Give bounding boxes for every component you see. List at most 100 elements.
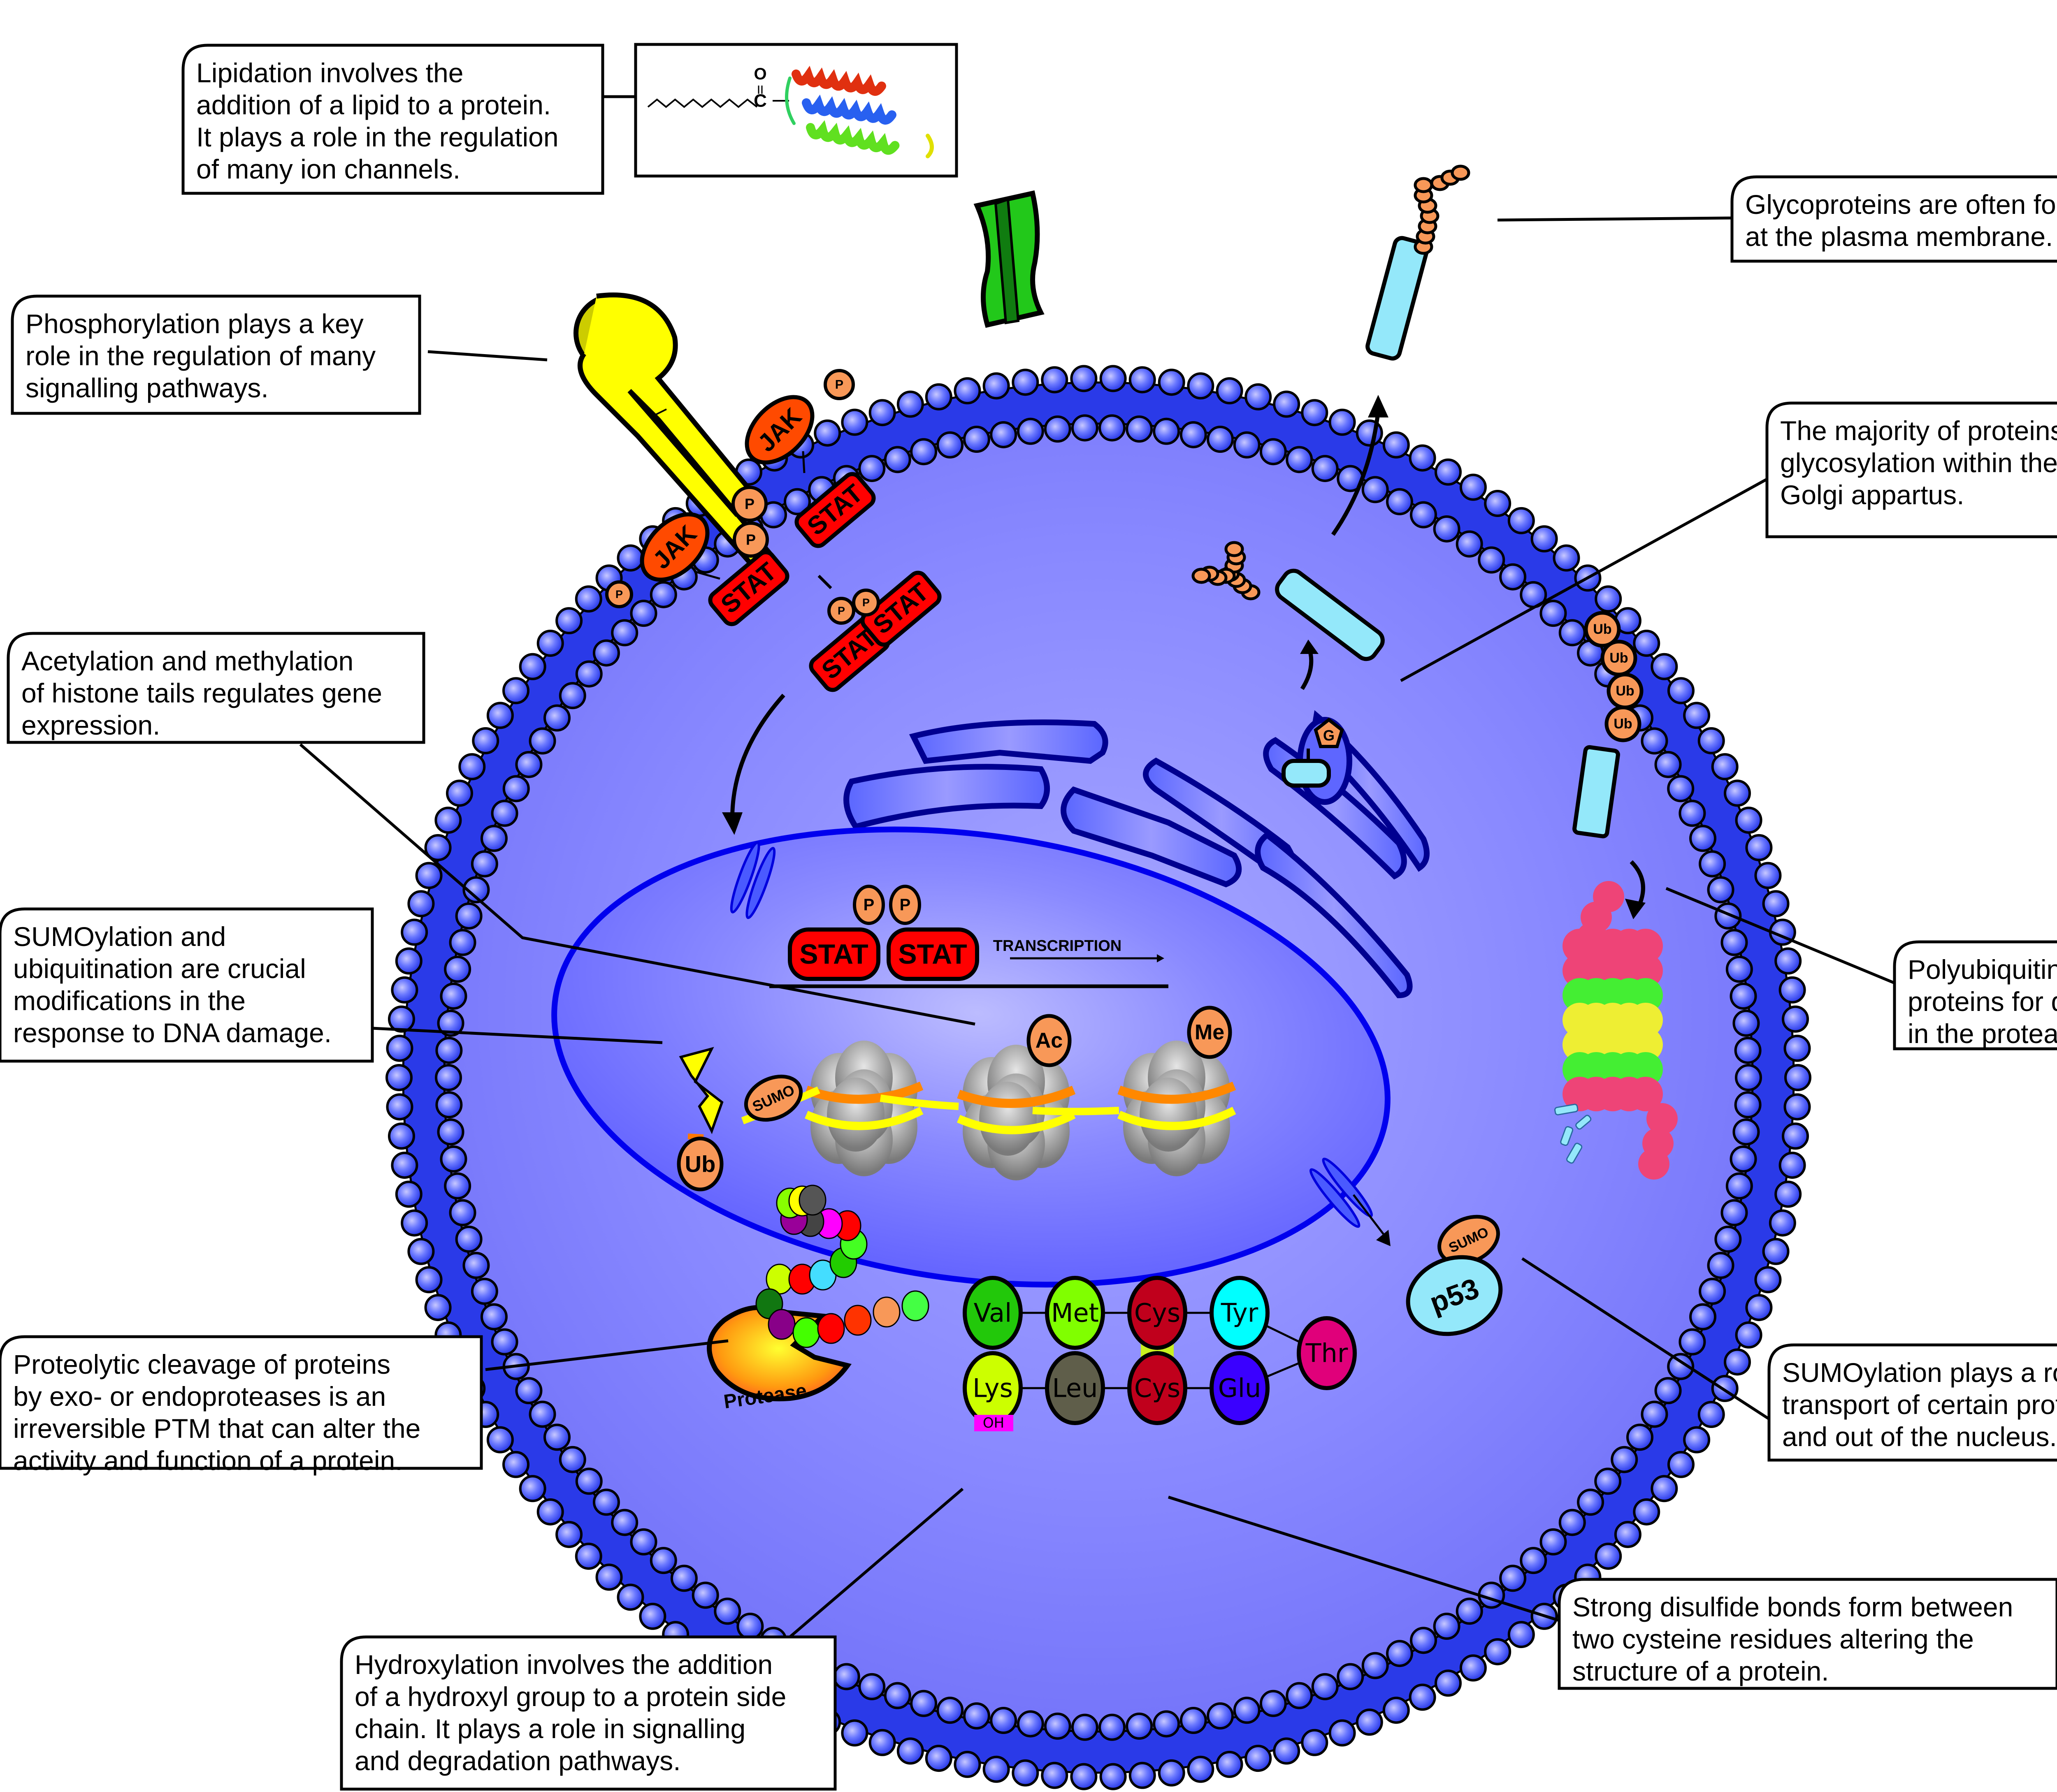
dna-wrap <box>805 1107 924 1130</box>
lipid-head <box>1484 1638 1511 1665</box>
peptide-chain: SSValMetCysTyrLysLeuCysGluThrOH <box>963 1276 1357 1431</box>
lipid-head <box>388 1005 415 1033</box>
lipid-head <box>1762 1238 1790 1265</box>
svg-text:P: P <box>838 605 845 617</box>
lipid-head <box>440 1145 467 1173</box>
callout-text-line: modifications in the <box>13 985 246 1016</box>
lipid-head <box>1126 415 1153 443</box>
lipid-head <box>1382 431 1410 459</box>
callout-box <box>181 44 604 195</box>
lipid-head <box>1244 383 1272 410</box>
lipid-head <box>519 1475 546 1502</box>
nucleosome <box>957 1045 1076 1180</box>
svg-text:P: P <box>900 896 911 914</box>
lipid-head <box>1311 455 1339 482</box>
svg-text:P: P <box>745 496 755 512</box>
lipid-head <box>1128 366 1156 394</box>
lipid-head <box>401 1209 428 1237</box>
lipid-head <box>1435 1669 1462 1697</box>
svg-text:Ub: Ub <box>1593 621 1611 637</box>
callout-text-line: Proteolytic cleavage of proteins <box>13 1349 390 1379</box>
jak-arrow-3 <box>802 451 806 473</box>
amino-acid-bead <box>768 1309 796 1340</box>
callout-text-line: and out of the nucleus. <box>1782 1421 2057 1452</box>
jak-arrow-1 <box>654 408 667 416</box>
lipid-head <box>440 982 467 1010</box>
dimer-arrow <box>817 575 832 589</box>
dna-wrap <box>957 1085 1076 1108</box>
lipid-head <box>1594 1467 1622 1495</box>
hydroxyl-group <box>974 1415 1013 1431</box>
lipid-head <box>1044 415 1071 443</box>
lipid-head <box>1679 1328 1706 1356</box>
arrowhead-icon <box>1625 899 1646 919</box>
lipid-head <box>1633 1498 1660 1525</box>
lipid-head <box>1207 1702 1234 1730</box>
lipid-head <box>1783 1093 1811 1121</box>
leader-line <box>427 350 548 362</box>
callout-text-line: irreversible PTM that can alter the <box>13 1413 420 1444</box>
lipid-head <box>385 1064 413 1091</box>
callout-text-line: chain. It plays a role in signalling <box>355 1713 745 1744</box>
lipid-head <box>1735 807 1762 834</box>
ubiquitin-dna <box>677 1136 724 1192</box>
callout-text-line: transport of certain proteins in <box>1782 1389 2057 1420</box>
lipid-head <box>736 1613 764 1640</box>
lipid-head <box>543 704 571 732</box>
lipid-head <box>434 807 462 834</box>
lipid-head <box>884 1682 911 1709</box>
lipid-head <box>1099 365 1127 392</box>
lipid-head <box>1611 1446 1638 1473</box>
lipid-head <box>1187 1755 1214 1783</box>
callout-text-line: Glycoproteins are often found <box>1745 189 2057 220</box>
callout-text-line: structure of a protein. <box>1572 1656 1829 1686</box>
lipid-head <box>462 1252 490 1279</box>
lipid-head <box>1595 585 1622 613</box>
lipid-head <box>858 1673 886 1700</box>
amino-acid-bead <box>792 1317 820 1348</box>
callout-text-line: ubiquitination are crucial <box>13 953 306 984</box>
amino-acid <box>1127 1276 1187 1350</box>
cytokine-receptor <box>573 292 785 584</box>
amino-acid-bead <box>799 1185 827 1216</box>
lipid-head <box>1720 929 1748 956</box>
callout-box <box>1558 1578 2057 1690</box>
golgi-glycoprotein: G <box>1282 640 1344 788</box>
lipid-head <box>575 660 603 688</box>
lipid-head <box>910 1690 938 1717</box>
lipid-head <box>1697 727 1725 755</box>
lipid-head <box>1499 1565 1527 1592</box>
degradation-arrow <box>1630 860 1645 906</box>
lipid-head <box>814 419 841 447</box>
callout-text-line: Strong disulfide bonds form between <box>1572 1592 2013 1622</box>
proteasome-subunit <box>1628 978 1663 1013</box>
lipid-head <box>1530 525 1558 553</box>
nucleus: STAT STAT P P TRANSCRIPTION SUMO Ub Ac M… <box>551 826 1391 1288</box>
lipid-head <box>925 383 952 410</box>
arrowhead-icon <box>1157 954 1164 962</box>
fatty-acid-chain <box>647 98 758 108</box>
lipid-head <box>559 682 586 709</box>
callout-text-line: proteins for degradation <box>1908 986 2057 1017</box>
svg-text:Lys: Lys <box>973 1373 1013 1403</box>
callout-box <box>7 632 425 744</box>
arrowhead-icon <box>722 812 743 835</box>
proteasome-subunit <box>1628 929 1663 963</box>
lipid-head <box>519 653 546 680</box>
lipid-head <box>446 779 473 807</box>
lipid-head <box>1386 1640 1414 1667</box>
sugar-unit <box>1414 177 1433 193</box>
nucleosome <box>805 1041 924 1176</box>
lipid-head <box>455 902 483 930</box>
lipid-head <box>480 1303 508 1331</box>
svg-text:Ac: Ac <box>1035 1029 1063 1052</box>
lipid-head <box>575 1542 602 1570</box>
lipid-head <box>1507 507 1535 534</box>
lipid-head <box>1784 1064 1811 1091</box>
sugar-unit <box>1191 568 1211 584</box>
callout-text-line: Phosphorylation plays a key <box>26 308 364 339</box>
lipid-head <box>884 446 911 473</box>
callout-glycoproteins: Glycoproteins are often foundat the plas… <box>1497 175 2057 263</box>
